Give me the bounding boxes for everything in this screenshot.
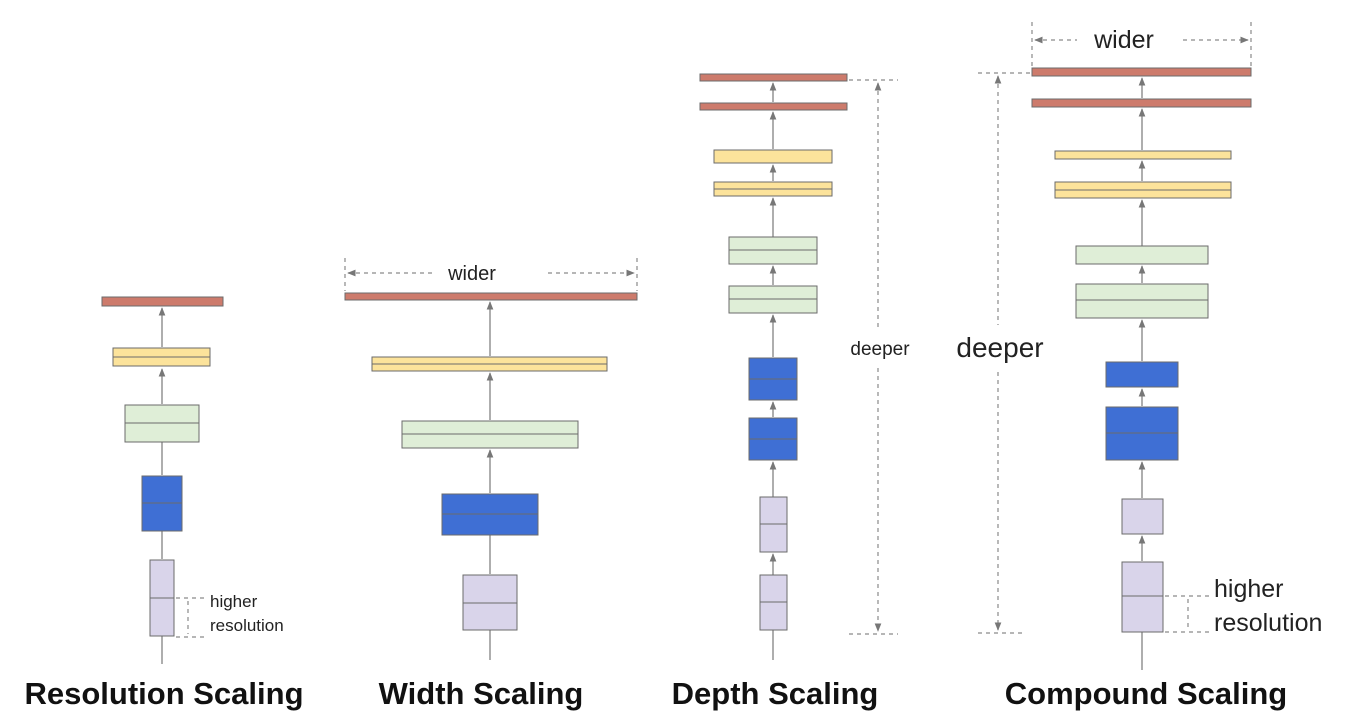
mid-layer-block — [1075, 245, 1209, 265]
higher-resolution-annotation: higher resolution — [1165, 575, 1322, 637]
mid-layer-block — [1075, 283, 1209, 319]
deeper-annotation: deeper — [956, 72, 1044, 634]
caption-resolution-scaling: Resolution Scaling — [24, 676, 303, 711]
caption-compound-scaling: Compound Scaling — [1005, 676, 1287, 711]
top-layer-block — [699, 102, 848, 111]
caption-width-scaling: Width Scaling — [379, 676, 584, 711]
upper-layer-block — [713, 149, 833, 164]
top-layer-block — [699, 73, 848, 82]
panel-depth-scaling: deeper Depth Scaling — [672, 73, 910, 711]
panel-compound-scaling: wider deeper higher resolution Compound … — [956, 22, 1322, 711]
wider-label: wider — [447, 263, 496, 285]
input-layer-block — [1121, 561, 1164, 633]
top-layer-block — [344, 292, 638, 301]
conv-layer-block — [1105, 361, 1179, 388]
caption-depth-scaling: Depth Scaling — [672, 676, 879, 711]
resolution-label: resolution — [210, 616, 284, 635]
upper-layer-block — [1054, 150, 1232, 160]
resolution-label: resolution — [1214, 609, 1322, 637]
deeper-annotation: deeper — [849, 79, 910, 635]
input-layer-block — [1121, 498, 1164, 535]
top-layer-block — [101, 296, 224, 307]
wider-annotation: wider — [344, 258, 638, 291]
panel-resolution-scaling: higher resolution Resolution Scaling — [24, 296, 304, 711]
deeper-label: deeper — [850, 339, 910, 360]
panel-width-scaling: wider Width Scaling — [344, 258, 638, 711]
wider-annotation: wider — [1031, 22, 1252, 66]
top-layer-block — [1031, 67, 1252, 77]
higher-resolution-annotation: higher resolution — [176, 592, 284, 638]
top-layer-block — [1031, 98, 1252, 108]
higher-label: higher — [210, 592, 258, 611]
deeper-label: deeper — [956, 332, 1043, 363]
wider-label: wider — [1093, 26, 1154, 54]
higher-label: higher — [1214, 575, 1284, 603]
